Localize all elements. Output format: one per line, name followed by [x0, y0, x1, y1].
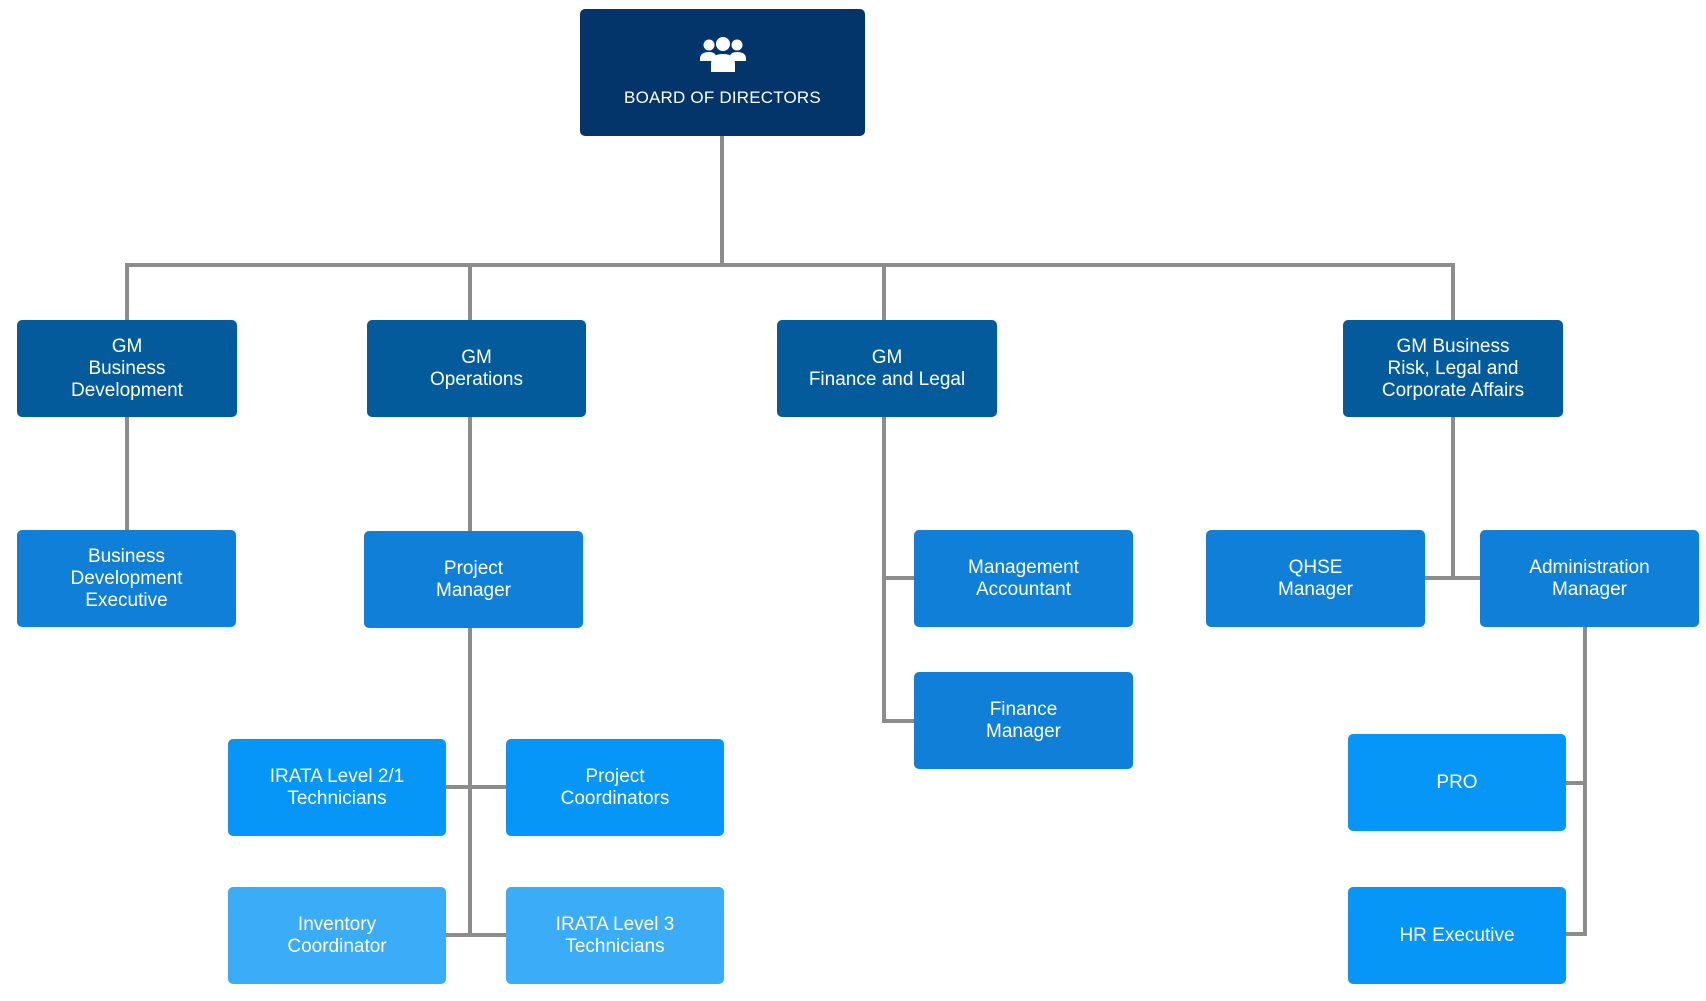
- administration-manager-box: Administration Manager: [1480, 530, 1699, 627]
- board-label: BOARD OF DIRECTORS: [624, 87, 821, 107]
- gm-finance-legal-box: GM Finance and Legal: [777, 320, 997, 417]
- administration-manager-label: Administration Manager: [1529, 556, 1650, 600]
- management-accountant-box: Management Accountant: [914, 530, 1133, 627]
- project-coordinators-label: Project Coordinators: [560, 765, 670, 809]
- pro-label: PRO: [1436, 771, 1478, 793]
- project-manager-label: Project Manager: [436, 557, 511, 601]
- irata-level-21-label: IRATA Level 2/1 Technicians: [269, 765, 405, 809]
- hr-executive-box: HR Executive: [1348, 887, 1566, 984]
- gm-finance-legal-label: GM Finance and Legal: [808, 346, 966, 390]
- hr-executive-label: HR Executive: [1399, 924, 1515, 946]
- gm-business-development-label: GM Business Development: [71, 335, 183, 401]
- irata-level-21-box: IRATA Level 2/1 Technicians: [228, 739, 446, 836]
- inventory-coordinator-box: Inventory Coordinator: [228, 887, 446, 984]
- pro-box: PRO: [1348, 734, 1566, 831]
- gm-risk-legal-label: GM Business Risk, Legal and Corporate Af…: [1381, 335, 1525, 401]
- inventory-coordinator-label: Inventory Coordinator: [287, 913, 387, 957]
- project-manager-box: Project Manager: [364, 531, 583, 628]
- project-coordinators-box: Project Coordinators: [506, 739, 724, 836]
- irata-level-3-label: IRATA Level 3 Technicians: [555, 913, 675, 957]
- bd-executive-box: Business Development Executive: [17, 530, 236, 627]
- gm-operations-box: GM Operations: [367, 320, 586, 417]
- gm-operations-label: GM Operations: [430, 346, 523, 390]
- finance-manager-label: Finance Manager: [986, 698, 1061, 742]
- management-accountant-label: Management Accountant: [968, 556, 1079, 600]
- irata-level-3-box: IRATA Level 3 Technicians: [506, 887, 724, 984]
- bd-executive-label: Business Development Executive: [70, 545, 183, 611]
- people-icon: [699, 36, 746, 72]
- board-of-directors-box: BOARD OF DIRECTORS: [580, 9, 865, 136]
- gm-business-development-box: GM Business Development: [17, 320, 237, 417]
- gm-risk-legal-box: GM Business Risk, Legal and Corporate Af…: [1343, 320, 1563, 417]
- qhse-manager-label: QHSE Manager: [1278, 556, 1353, 600]
- qhse-manager-box: QHSE Manager: [1206, 530, 1425, 627]
- finance-manager-box: Finance Manager: [914, 672, 1133, 769]
